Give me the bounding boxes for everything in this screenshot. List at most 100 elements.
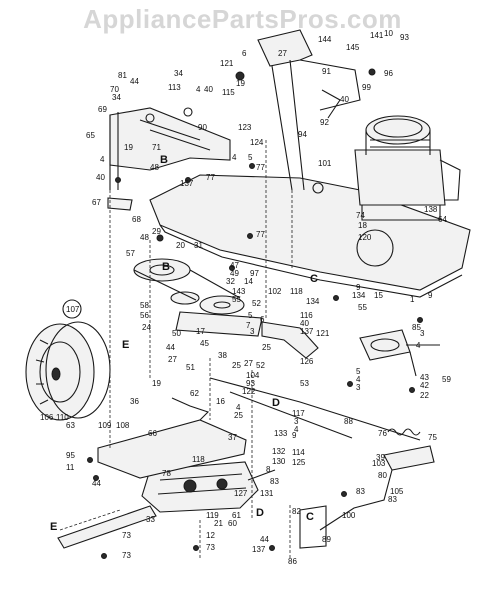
part-callout-92: 92 — [320, 118, 329, 127]
part-callout-25: 25 — [234, 411, 243, 420]
section-marker-B: B — [160, 154, 168, 166]
part-callout-145: 145 — [346, 43, 360, 52]
shift-arm — [171, 397, 210, 421]
section-marker-B: B — [162, 261, 170, 273]
part-callout-12: 12 — [206, 531, 215, 540]
part-callout-22: 22 — [420, 391, 429, 400]
rear-wheel — [25, 321, 111, 421]
part-callout-107: 107 — [66, 305, 80, 314]
part-callout-85: 85 — [412, 323, 421, 332]
part-callout-56: 56 — [140, 311, 149, 320]
engine — [354, 115, 461, 221]
part-callout-40: 40 — [204, 85, 213, 94]
part-callout-120: 120 — [358, 233, 372, 242]
watermark: AppliancePartsPros.com — [83, 4, 402, 34]
part-callout-27: 27 — [278, 49, 287, 58]
part-callout-82: 82 — [292, 507, 301, 516]
part-callout-55: 55 — [232, 295, 241, 304]
part-callout-3: 3 — [250, 327, 255, 336]
part-callout-102: 102 — [268, 287, 282, 296]
deck-hole-small — [312, 182, 324, 194]
part-callout-134: 134 — [352, 291, 366, 300]
part-callout-114: 114 — [292, 448, 305, 457]
part-callout-49: 49 — [230, 269, 239, 278]
part-callout-124: 124 — [250, 138, 264, 147]
part-callout-97: 97 — [250, 269, 259, 278]
clutch-spring — [387, 428, 421, 436]
part-callout-40: 40 — [300, 319, 309, 328]
part-callout-3: 3 — [356, 383, 361, 392]
part-callout-115: 115 — [222, 88, 235, 97]
steering-bracket — [235, 29, 376, 191]
guide-line — [59, 509, 121, 531]
part-callout-40: 40 — [340, 95, 349, 104]
part-callout-71: 71 — [152, 143, 161, 152]
callout-circle-107 — [62, 299, 82, 319]
part-callout-37: 37 — [228, 433, 237, 442]
part-callout-4: 4 — [416, 341, 421, 350]
part-callout-138: 138 — [424, 205, 438, 214]
section-marker-E: E — [122, 339, 129, 351]
pedal-linkage — [299, 445, 435, 549]
part-callout-9: 9 — [356, 283, 361, 292]
part-callout-133: 133 — [274, 429, 288, 438]
transaxle — [57, 461, 276, 549]
part-callout-78: 78 — [162, 469, 171, 478]
part-callout-50: 50 — [172, 329, 181, 338]
part-callout-77: 77 — [256, 163, 265, 172]
part-callout-60: 60 — [228, 519, 237, 528]
part-callout-101: 101 — [318, 159, 332, 168]
section-marker-C: C — [306, 511, 314, 523]
part-callout-118: 118 — [290, 287, 303, 296]
part-callout-40: 40 — [96, 173, 105, 182]
part-callout-70: 70 — [110, 85, 119, 94]
part-callout-125: 125 — [292, 458, 306, 467]
part-callout-130: 130 — [272, 457, 286, 466]
part-callout-6: 6 — [260, 315, 265, 324]
part-callout-143: 143 — [232, 287, 246, 296]
part-callout-116: 116 — [300, 311, 313, 320]
part-callout-18: 18 — [358, 221, 367, 230]
part-callout-83: 83 — [270, 477, 279, 486]
part-callout-44: 44 — [166, 343, 175, 352]
part-callout-132: 132 — [272, 447, 286, 456]
part-callout-83: 83 — [388, 495, 397, 504]
part-callout-8: 8 — [266, 465, 271, 474]
part-callout-137: 137 — [252, 545, 266, 554]
part-callout-80: 80 — [378, 471, 387, 480]
brake-bracket — [359, 329, 440, 377]
part-callout-63: 63 — [66, 421, 75, 430]
part-callout-64: 64 — [438, 215, 447, 224]
part-callout-69: 69 — [98, 105, 107, 114]
part-callout-137: 137 — [300, 327, 314, 336]
part-callout-47: 47 — [230, 261, 239, 270]
part-callout-55: 55 — [358, 303, 367, 312]
part-callout-58: 58 — [140, 301, 149, 310]
part-callout-11: 11 — [66, 463, 75, 472]
part-callout-113: 113 — [168, 83, 181, 92]
part-callout-66: 66 — [148, 429, 157, 438]
part-callout-21: 21 — [214, 519, 223, 528]
part-callout-1: 1 — [410, 295, 415, 304]
drive-pulleys — [133, 258, 263, 337]
section-marker-D: D — [256, 507, 264, 519]
part-callout-65: 65 — [86, 131, 95, 140]
part-callout-137: 137 — [180, 179, 194, 188]
part-callout-27: 27 — [244, 359, 253, 368]
part-callout-25: 25 — [232, 361, 241, 370]
section-marker-C: C — [310, 273, 318, 285]
part-callout-122: 122 — [242, 387, 256, 396]
part-callout-4: 4 — [232, 153, 237, 162]
part-callout-105: 105 — [390, 487, 404, 496]
part-callout-52: 52 — [256, 361, 265, 370]
part-callout-17: 17 — [196, 327, 205, 336]
part-callout-126: 126 — [300, 357, 314, 366]
part-callout-73: 73 — [206, 543, 215, 552]
part-callout-96: 96 — [384, 69, 393, 78]
part-callout-6: 6 — [242, 49, 247, 58]
part-callout-3: 3 — [294, 417, 299, 426]
part-callout-141: 141 — [370, 31, 384, 40]
part-callout-144: 144 — [318, 35, 332, 44]
part-callout-91: 91 — [322, 67, 331, 76]
